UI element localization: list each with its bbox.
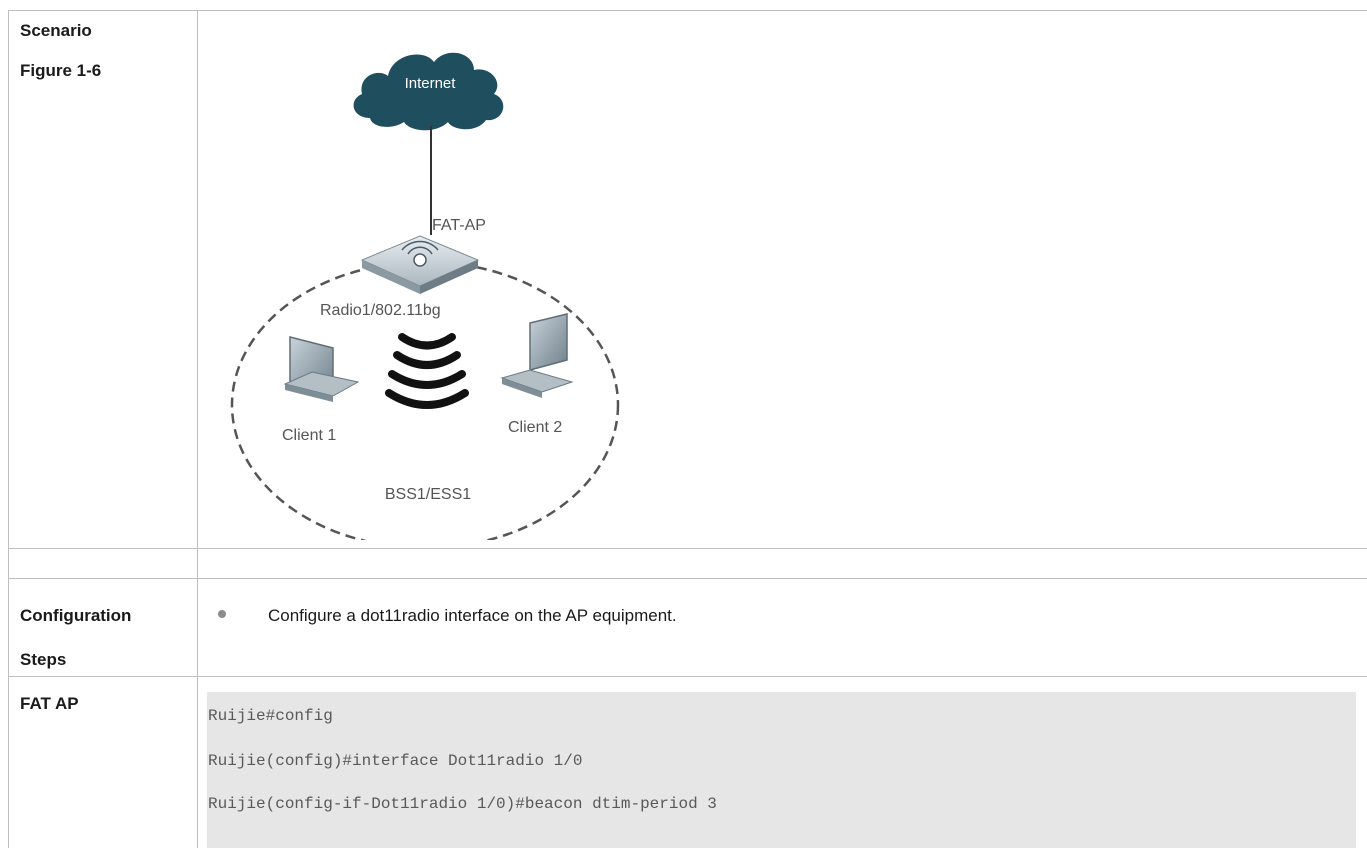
ap-label: FAT-AP [432,217,486,234]
code-block [207,692,1356,848]
code-line: Ruijie(config)#interface Dot11radio 1/0 [208,752,583,770]
laptop-icon [500,313,574,398]
code-line: Ruijie#config [208,707,333,725]
config-steps-label-line1: Configuration [20,606,132,625]
internet-cloud-icon [353,52,504,131]
row-divider [8,548,1367,549]
row-divider [8,578,1367,579]
network-diagram: Internet FAT-AP Radio1/802.11bg Client 1… [230,52,620,540]
table-top-border [8,10,1367,11]
client2-label: Client 2 [508,419,562,436]
laptop-icon [283,336,360,402]
scenario-label: Scenario [20,21,92,40]
figure-label: Figure 1-6 [20,61,102,80]
bss-label: BSS1/ESS1 [385,486,471,503]
internet-label: Internet [405,75,457,92]
row-divider [8,676,1367,677]
fat-ap-label: FAT AP [20,694,79,713]
coverage-area [230,260,620,540]
bullet-icon [218,610,226,618]
config-steps-label-line2: Steps [20,650,67,669]
radio-label: Radio1/802.11bg [320,302,441,319]
column-divider [197,10,198,848]
table-left-border [8,10,9,848]
wireless-signal-icon [385,333,469,409]
client1-label: Client 1 [282,427,336,444]
step-bullet-text: Configure a dot11radio interface on the … [268,606,677,625]
code-line: Ruijie(config-if-Dot11radio 1/0)#beacon … [208,795,717,813]
access-point-icon [360,235,480,294]
